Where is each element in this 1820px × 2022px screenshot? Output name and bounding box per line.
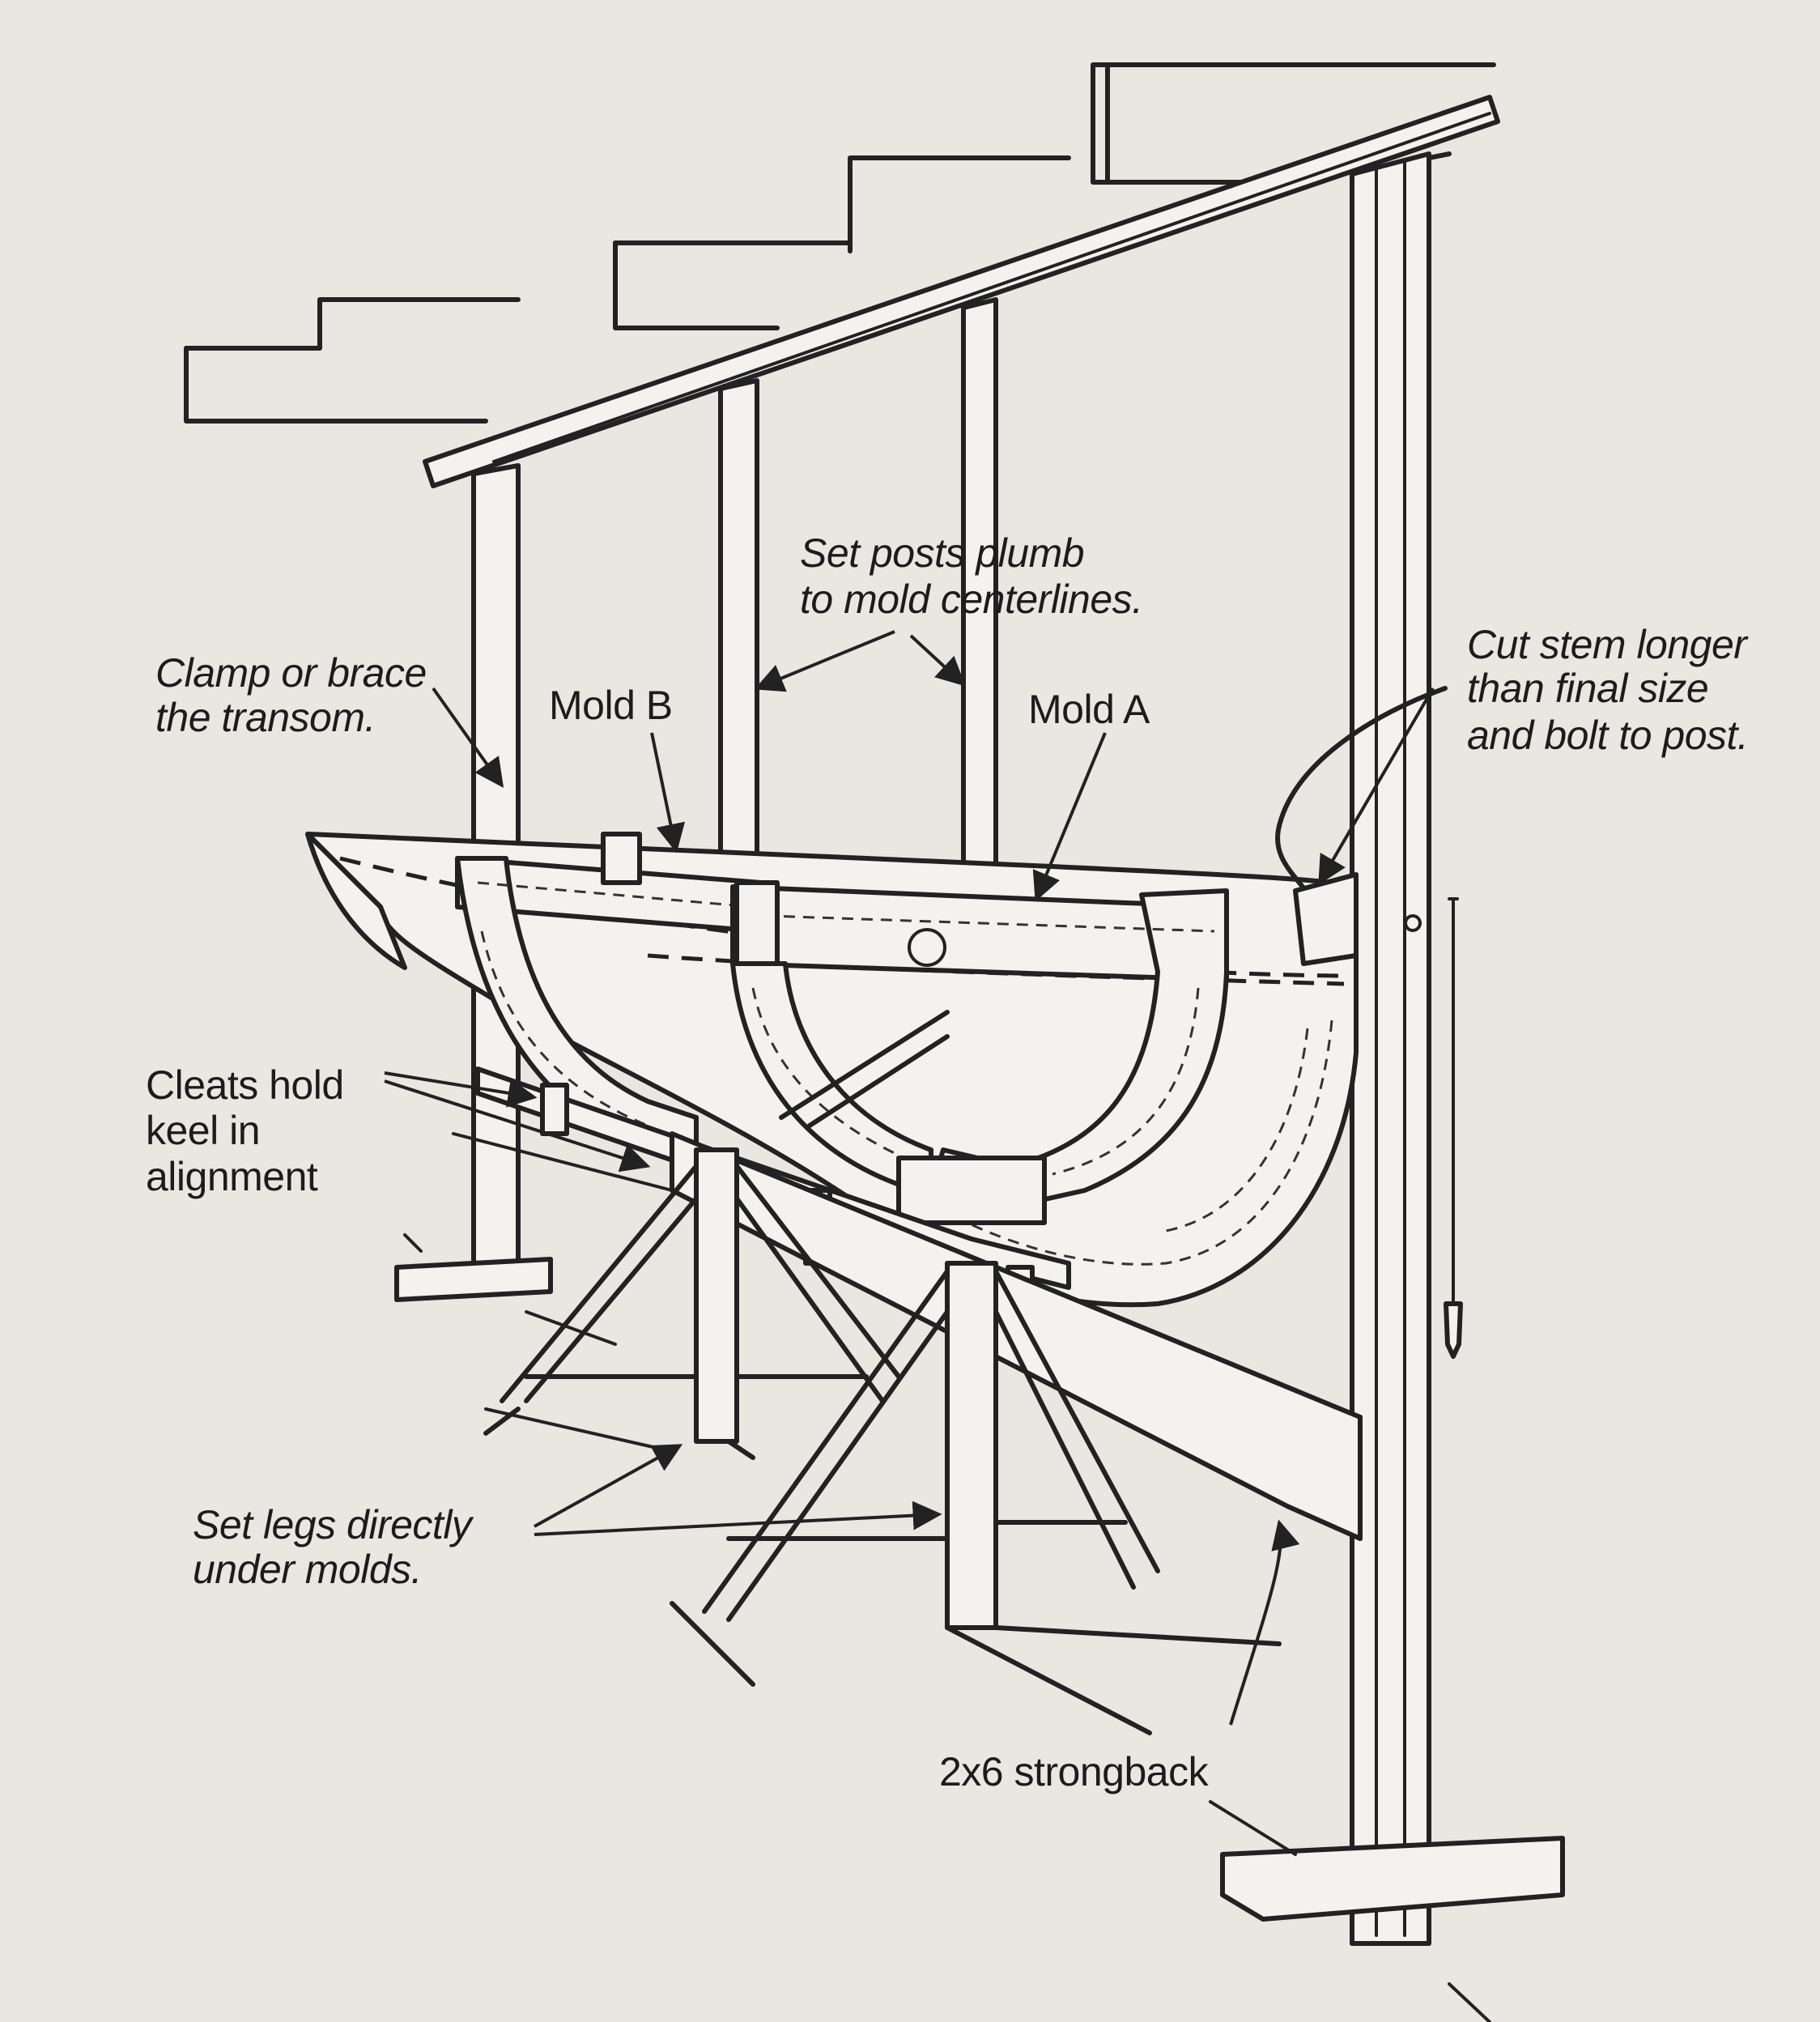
label-cut-stem-line3: and bolt to post. bbox=[1467, 713, 1749, 758]
plumb-line bbox=[1444, 897, 1463, 1359]
joist-1 bbox=[184, 346, 488, 424]
label-transom-line1: Clamp or brace bbox=[155, 650, 427, 696]
pointer-cleat-2 bbox=[384, 1079, 651, 1173]
joist-5 bbox=[1091, 62, 1496, 185]
label-cleats-line2: keel in bbox=[146, 1108, 261, 1153]
pointer-strongback-line bbox=[1209, 1800, 1297, 1856]
pointer-stem bbox=[1318, 687, 1435, 886]
floor-block-front bbox=[1220, 1836, 1565, 1922]
label-transom-line2: the transom. bbox=[155, 695, 376, 740]
pointer-mold-b bbox=[650, 732, 686, 853]
pointer-posts-b bbox=[754, 630, 895, 692]
label-cleats-line1: Cleats hold bbox=[146, 1062, 344, 1108]
sawhorse-front bbox=[670, 1261, 1282, 1735]
ridge-beam bbox=[423, 95, 1500, 488]
cleat-1 bbox=[540, 1083, 569, 1136]
annotation-pointers bbox=[384, 630, 1435, 1856]
transom bbox=[305, 832, 407, 970]
label-mold-b: Mold B bbox=[549, 683, 673, 728]
joist-4 bbox=[848, 155, 1071, 245]
ceiling-joists bbox=[184, 62, 1496, 424]
pointer-mold-a bbox=[1032, 732, 1107, 902]
label-set-legs-line1: Set legs directly bbox=[193, 1502, 472, 1547]
mold-a bbox=[730, 880, 1229, 1225]
label-set-legs-line2: under molds. bbox=[193, 1547, 423, 1592]
stem bbox=[1275, 686, 1448, 966]
pointer-leg-front bbox=[534, 1501, 942, 1536]
label-cut-stem-line2: than final size bbox=[1467, 666, 1709, 711]
posts bbox=[471, 151, 1452, 1946]
label-set-posts-line2: to mold centerlines. bbox=[800, 577, 1143, 622]
pointer-strongback-arc bbox=[1229, 1519, 1300, 1726]
label-cleats-line3: alignment bbox=[146, 1154, 318, 1199]
floor-block-rear bbox=[394, 1257, 553, 1302]
pointer-transom bbox=[432, 687, 504, 788]
joist-2 bbox=[184, 297, 521, 351]
pointer-leg-rear bbox=[534, 1444, 683, 1528]
pointer-cleat-1 bbox=[384, 1071, 538, 1108]
joist-3 bbox=[613, 241, 780, 330]
post-stem bbox=[1350, 151, 1431, 1946]
label-strongback: 2x6 strongback bbox=[939, 1749, 1209, 1794]
label-set-posts-line1: Set posts plumb bbox=[800, 530, 1085, 576]
sawhorse-rear bbox=[483, 1147, 901, 1460]
label-cut-stem-line1: Cut stem longer bbox=[1467, 622, 1747, 667]
strongback bbox=[452, 1131, 1363, 1541]
floor bbox=[394, 1233, 1565, 2022]
mold-b bbox=[455, 832, 763, 1160]
label-mold-a: Mold A bbox=[1028, 687, 1150, 732]
pointer-posts-a bbox=[909, 634, 966, 687]
